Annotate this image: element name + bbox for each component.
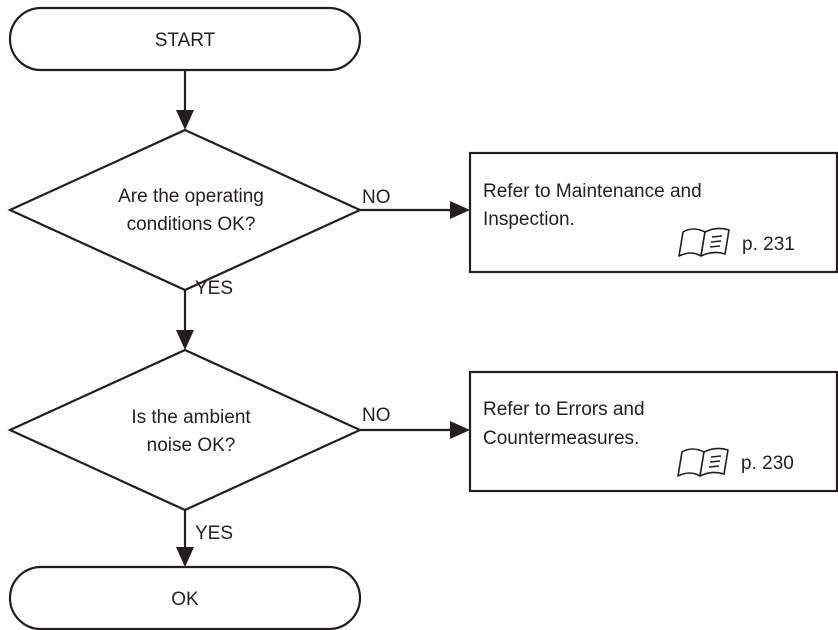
decision1-yes-label: YES <box>195 278 233 299</box>
connector-decision2-yes: YES <box>176 510 233 567</box>
action2-line1: Refer to Errors and <box>483 399 645 420</box>
ok-label: OK <box>171 589 199 610</box>
action2-box <box>468 370 838 493</box>
decision1-line1: Are the operating <box>118 186 264 207</box>
decision1-line2: conditions OK? <box>127 214 256 235</box>
action2-page-ref: p. 230 <box>741 453 794 474</box>
action-maintenance-inspection: Refer to Maintenance and Inspection. p. … <box>468 151 838 274</box>
start-label: START <box>155 30 216 51</box>
decision1-no-label: NO <box>362 187 391 208</box>
decision2-line2: noise OK? <box>147 435 236 456</box>
decision2-yes-label: YES <box>195 523 233 544</box>
connector-decision1-yes: YES <box>176 278 233 350</box>
action-errors-countermeasures: Refer to Errors and Countermeasures. p. … <box>468 370 838 493</box>
action2-line2: Countermeasures. <box>483 428 639 449</box>
ok-terminator: OK <box>8 565 362 630</box>
connector-start-to-decision1 <box>176 70 194 130</box>
decision-operating-conditions: Are the operating conditions OK? <box>7 128 363 292</box>
connector-decision2-no: NO <box>360 405 470 439</box>
decision1-diamond <box>7 128 363 292</box>
start-terminator: START <box>8 6 362 72</box>
action1-box <box>468 151 838 274</box>
manual-book-icon <box>677 447 729 477</box>
connector-decision1-no: NO <box>360 187 470 219</box>
decision-ambient-noise: Is the ambient noise OK? <box>7 348 363 512</box>
action1-line2: Inspection. <box>483 209 575 230</box>
action1-line1: Refer to Maintenance and <box>483 181 702 202</box>
decision2-diamond <box>7 348 363 512</box>
action1-page-ref: p. 231 <box>742 234 795 255</box>
ok-shape <box>8 565 362 630</box>
decision2-line1: Is the ambient <box>131 407 251 428</box>
decision2-no-label: NO <box>362 405 391 426</box>
manual-book-icon <box>678 227 730 257</box>
